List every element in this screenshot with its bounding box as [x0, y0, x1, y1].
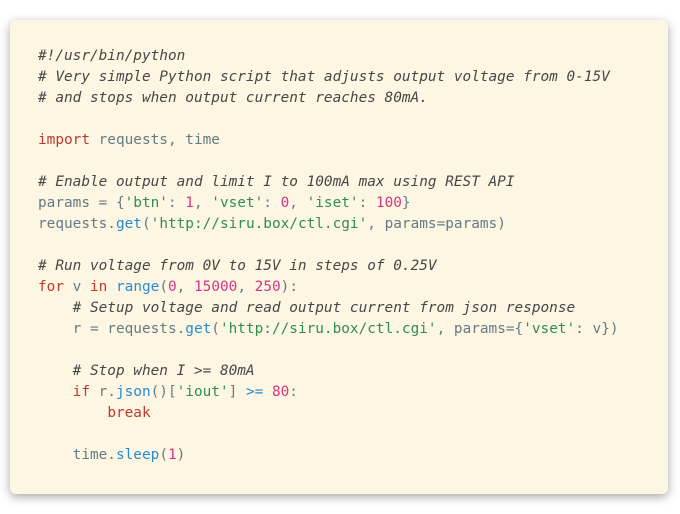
code-token: ):: [280, 279, 298, 295]
code-token: range: [116, 279, 160, 295]
code-line: requests.get('http://siru.box/ctl.cgi', …: [38, 214, 668, 235]
code-token: ,: [176, 279, 194, 295]
code-line: import requests, time: [38, 130, 668, 151]
code-token: json: [115, 384, 151, 400]
code-line: #!/usr/bin/python: [38, 46, 668, 67]
code-token: get: [185, 321, 212, 337]
code-token: ,: [289, 195, 307, 211]
code-token: params = {: [38, 195, 125, 211]
code-token: 'http://siru.box/ctl.cgi': [219, 321, 437, 337]
code-token: 0: [280, 195, 290, 211]
code-line: # Stop when I >= 80mA: [38, 361, 668, 382]
code-token: ,: [193, 195, 212, 211]
code-line: break: [38, 403, 668, 424]
code-line: [38, 424, 668, 445]
code-token: [38, 300, 73, 316]
code-line: # Very simple Python script that adjusts…: [38, 67, 668, 88]
code-token: [263, 384, 272, 400]
code-token: 'iset': [306, 195, 359, 211]
code-token: :: [358, 195, 376, 211]
code-token: sleep: [115, 447, 160, 463]
code-token: 15000: [194, 279, 238, 295]
code-token: if: [72, 384, 90, 400]
code-token: 'http://siru.box/ctl.cgi': [150, 216, 368, 232]
code-line: if r.json()['iout'] >= 80:: [38, 382, 668, 403]
code-token: r.: [89, 384, 116, 400]
code-token: requests, time: [89, 132, 220, 148]
code-token: in: [90, 279, 108, 295]
code-token: :: [289, 384, 298, 400]
code-token: for: [38, 279, 64, 295]
code-token: 0: [168, 279, 177, 295]
code-token: (: [159, 279, 168, 295]
code-token: import: [38, 132, 90, 148]
code-listing[interactable]: #!/usr/bin/python # Very simple Python sc…: [38, 46, 668, 466]
code-token: # Stop when I >= 80mA: [72, 363, 255, 379]
code-token: 1: [167, 447, 177, 463]
code-token: [107, 279, 116, 295]
code-token: 'btn': [124, 195, 168, 211]
code-line: [38, 340, 668, 361]
code-line: r = requests.get('http://siru.box/ctl.cg…: [38, 319, 668, 340]
code-token: requests.: [38, 216, 116, 232]
code-line: [38, 109, 668, 130]
code-token: ): [176, 447, 186, 463]
code-block: #!/usr/bin/python # Very simple Python sc…: [10, 20, 668, 494]
code-token: 250: [254, 279, 281, 295]
code-line: for v in range(0, 15000, 250):: [38, 277, 668, 298]
code-token: :: [263, 195, 281, 211]
code-line: time.sleep(1): [38, 445, 668, 466]
code-line: # Run voltage from 0V to 15V in steps of…: [38, 256, 668, 277]
code-token: [38, 384, 73, 400]
code-token: , params={: [436, 321, 524, 337]
code-token: # Very simple Python script that adjusts…: [38, 69, 610, 85]
code-line: # Setup voltage and read output current …: [38, 298, 668, 319]
code-token: break: [107, 405, 151, 421]
code-token: ,: [237, 279, 255, 295]
code-token: get: [115, 216, 142, 232]
code-line: # Enable output and limit I to 100mA max…: [38, 172, 668, 193]
code-token: >=: [245, 384, 264, 400]
code-token: v: [64, 279, 90, 295]
code-token: 'iout': [176, 384, 229, 400]
code-token: [38, 405, 107, 421]
code-token: # Setup voltage and read output current …: [72, 300, 576, 316]
code-line: [38, 151, 668, 172]
code-token: 100: [375, 195, 402, 211]
code-token: time.: [38, 447, 116, 463]
code-token: }: [401, 195, 411, 211]
code-token: , params=params): [367, 216, 506, 232]
code-token: (: [159, 447, 168, 463]
code-line: params = {'btn': 1, 'vset': 0, 'iset': 1…: [38, 193, 668, 214]
code-token: ]: [228, 384, 246, 400]
code-token: 'vset': [211, 195, 264, 211]
code-token: (: [211, 321, 220, 337]
code-token: :: [167, 195, 186, 211]
code-token: #!/usr/bin/python: [38, 48, 186, 64]
code-line: # and stops when output current reaches …: [38, 88, 668, 109]
code-line: [38, 235, 668, 256]
code-token: 1: [185, 195, 194, 211]
code-token: r = requests.: [38, 321, 186, 337]
code-token: 'vset': [523, 321, 576, 337]
code-token: : v}): [575, 321, 619, 337]
code-token: # Run voltage from 0V to 15V in steps of…: [38, 258, 437, 274]
code-token: ()[: [150, 384, 177, 400]
code-token: # and stops when output current reaches …: [38, 90, 428, 106]
code-token: [38, 363, 73, 379]
code-token: # Enable output and limit I to 100mA max…: [38, 174, 515, 190]
code-token: 80: [271, 384, 290, 400]
code-token: (: [141, 216, 151, 232]
